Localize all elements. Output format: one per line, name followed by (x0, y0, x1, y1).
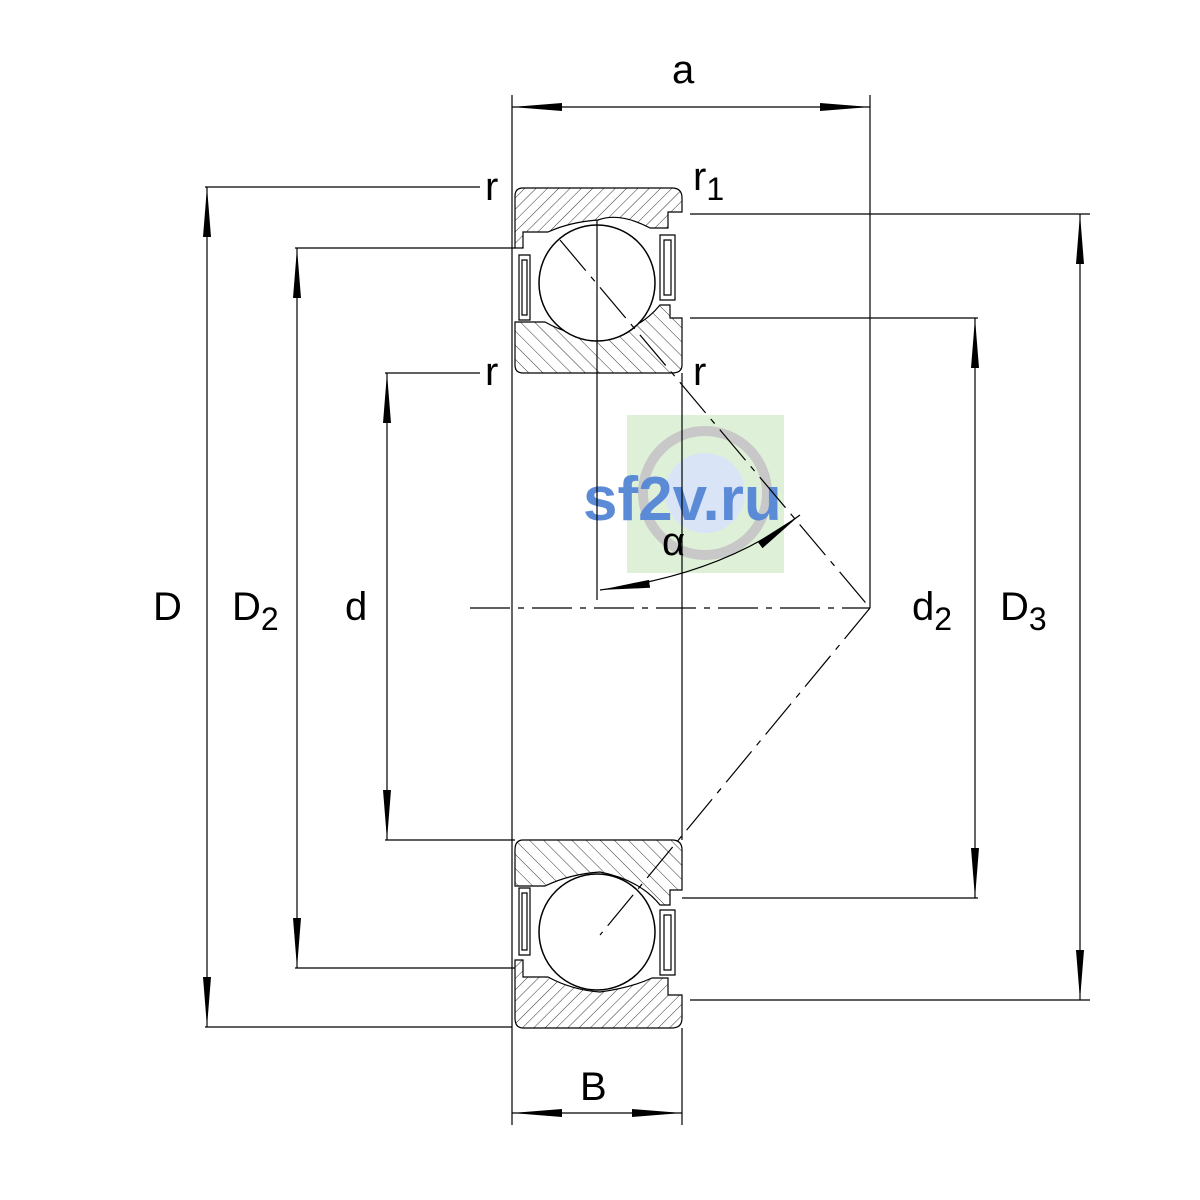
geometry (203, 95, 1090, 1125)
label-alpha: α (662, 520, 685, 564)
label-D3: D3 (1000, 585, 1047, 637)
seal-left-top (518, 254, 531, 321)
outer-ring-top (514, 187, 683, 249)
label-a: a (672, 48, 695, 92)
seal-left-bottom (518, 887, 531, 956)
outer-ring-bottom (514, 959, 683, 1029)
label-r1: r1 (693, 155, 724, 207)
label-d2: d2 (912, 585, 952, 637)
label-D: D (153, 585, 182, 629)
label-B: B (580, 1065, 607, 1109)
label-d: d (345, 585, 367, 629)
ball-bottom (538, 873, 656, 991)
label-r-mid-left: r (485, 350, 498, 394)
seal-right-bottom (659, 909, 676, 976)
inner-ring-bottom (514, 839, 683, 906)
seal-right-top (659, 234, 676, 301)
label-D2: D2 (232, 585, 279, 637)
label-r-top-left: r (485, 165, 498, 209)
label-r-mid-right: r (693, 350, 706, 394)
